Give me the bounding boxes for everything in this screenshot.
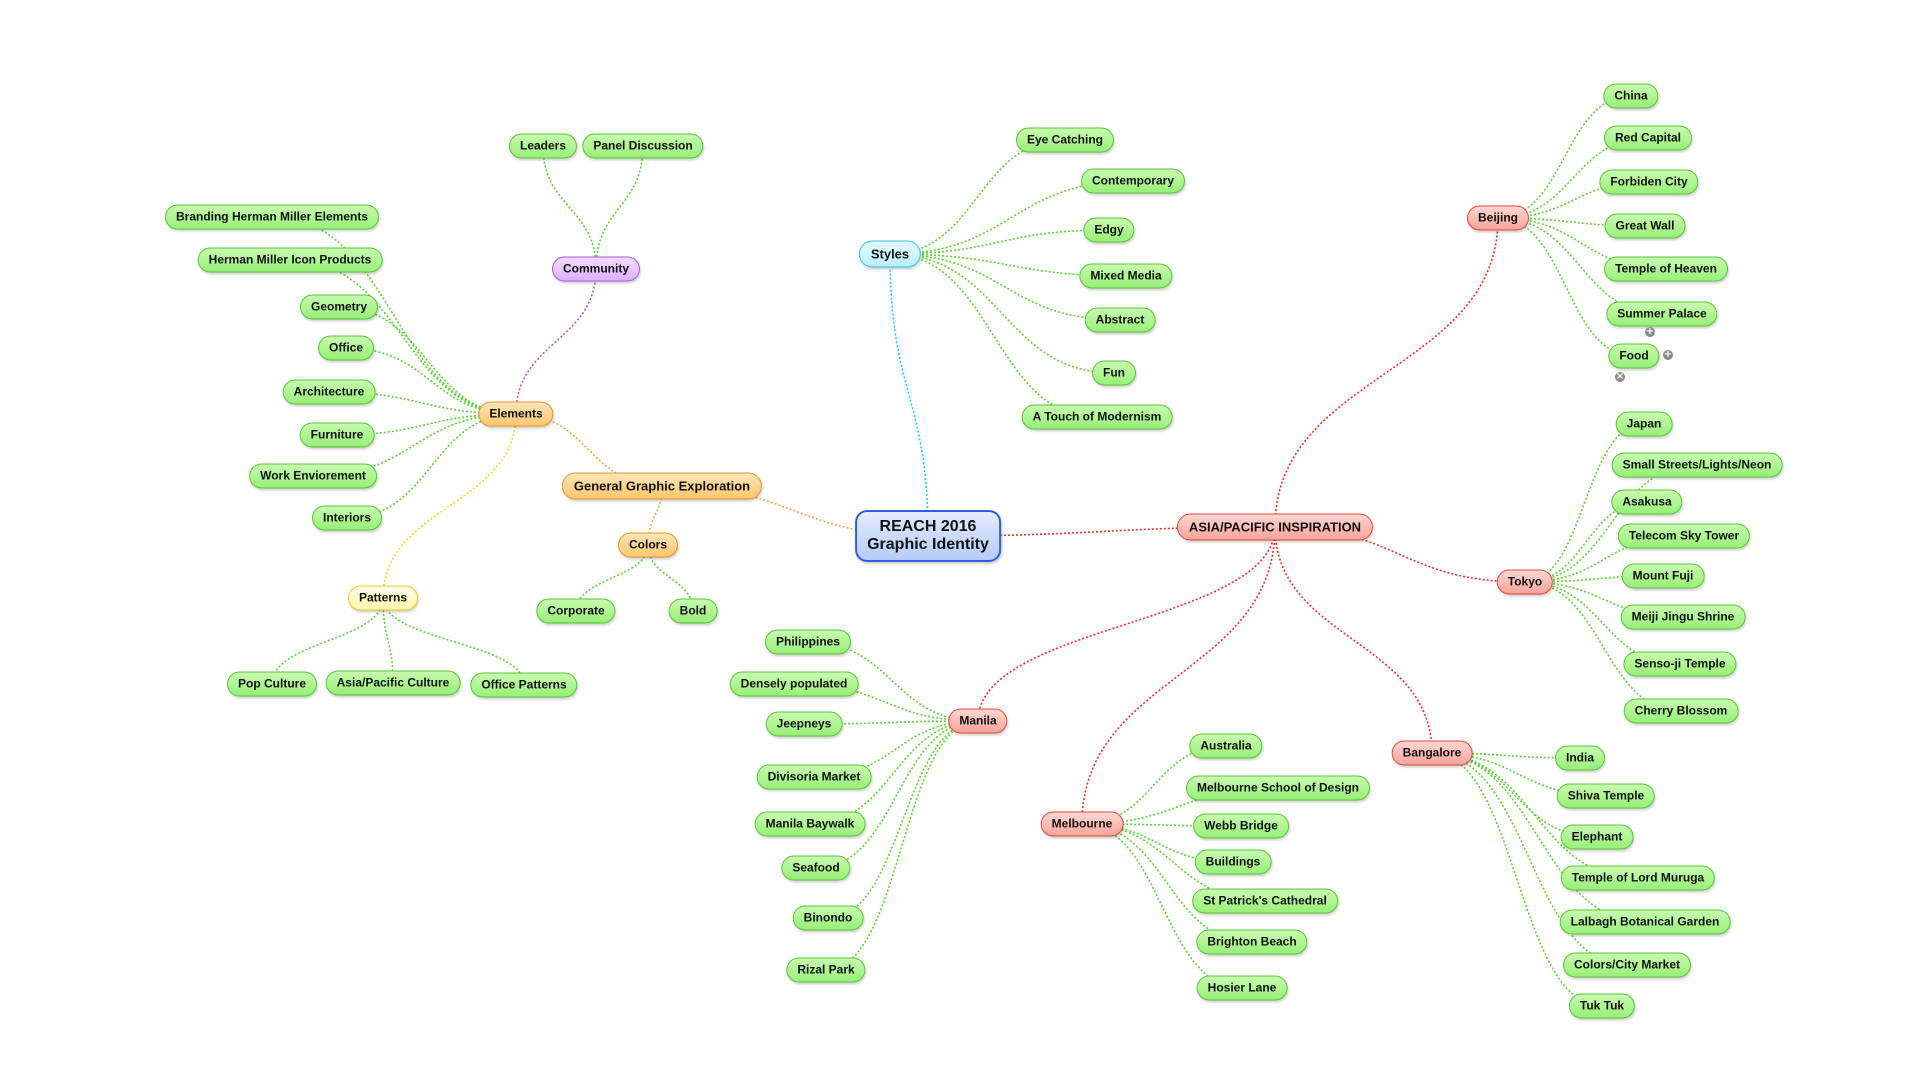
elements-leaf[interactable]: Interiors	[311, 505, 383, 531]
connector-line	[825, 720, 979, 971]
connector-line	[1497, 217, 1667, 270]
patterns-leaf[interactable]: Office Patterns	[470, 672, 578, 698]
styles-leaf[interactable]: A Touch of Modernism	[1021, 404, 1173, 430]
melbourne-leaf[interactable]: Melbourne School of Design	[1185, 775, 1371, 801]
beijing-leaf[interactable]: Food	[1608, 343, 1660, 369]
styles-leaf[interactable]: Eye Catching	[1015, 127, 1115, 153]
tokyo-leaf[interactable]: Asakusa	[1611, 489, 1683, 515]
melbourne-leaf[interactable]: Hosier Lane	[1196, 975, 1288, 1001]
connector-line	[271, 597, 384, 685]
root-node[interactable]: REACH 2016 Graphic Identity	[855, 510, 1001, 562]
elements-node[interactable]: Elements	[478, 401, 554, 427]
general-graphic-exploration-node[interactable]: General Graphic Exploration	[561, 472, 763, 500]
colors-leaf[interactable]: Corporate	[536, 598, 616, 624]
connector-line	[1081, 526, 1276, 825]
root-title: REACH 2016	[879, 518, 977, 535]
connector-line	[889, 253, 1098, 418]
connector-line	[1524, 464, 1698, 583]
tokyo-leaf[interactable]: Meiji Jingu Shrine	[1620, 604, 1746, 630]
community-leaf[interactable]: Leaders	[508, 133, 578, 159]
styles-node[interactable]: Styles	[858, 240, 922, 268]
styles-leaf[interactable]: Edgy	[1083, 217, 1135, 243]
beijing-leaf[interactable]: China	[1603, 83, 1659, 109]
connector-line	[1431, 752, 1603, 1007]
beijing-leaf[interactable]: Forbiden City	[1599, 169, 1699, 195]
close-icon[interactable]: ×	[1615, 371, 1625, 382]
elements-leaf[interactable]: Branding Herman Miller Elements	[164, 204, 380, 230]
beijing-leaf[interactable]: Red Capital	[1603, 125, 1693, 151]
community-node[interactable]: Community	[552, 256, 640, 282]
connector-line	[889, 139, 1066, 255]
elements-leaf[interactable]: Furniture	[299, 422, 375, 448]
community-leaf[interactable]: Panel Discussion	[582, 133, 704, 159]
asia-pacific-inspiration-node[interactable]: ASIA/PACIFIC INSPIRATION	[1176, 513, 1374, 541]
melbourne-leaf[interactable]: Buildings	[1194, 849, 1272, 875]
melbourne-node[interactable]: Melbourne	[1040, 811, 1124, 837]
melbourne-leaf[interactable]: Brighton Beach	[1196, 929, 1308, 955]
manila-leaf[interactable]: Philippines	[764, 629, 852, 655]
tokyo-leaf[interactable]: Mount Fuji	[1621, 563, 1705, 589]
connector-line	[927, 526, 1276, 537]
patterns-node[interactable]: Patterns	[347, 585, 419, 611]
bangalore-leaf[interactable]: Shiva Temple	[1556, 783, 1656, 809]
bangalore-leaf[interactable]: Elephant	[1560, 824, 1634, 850]
melbourne-leaf[interactable]: St Patrick's Cathedral	[1192, 888, 1338, 914]
bangalore-leaf[interactable]: Lalbagh Botanical Garden	[1559, 909, 1731, 935]
tokyo-leaf[interactable]: Telecom Sky Tower	[1617, 523, 1751, 549]
add-subtopic-icon[interactable]: +	[1663, 349, 1673, 360]
bangalore-leaf[interactable]: India	[1554, 745, 1606, 771]
tokyo-leaf[interactable]: Small Streets/Lights/Neon	[1611, 452, 1783, 478]
connector-line	[542, 145, 597, 270]
tokyo-node[interactable]: Tokyo	[1496, 569, 1554, 595]
connector-line	[1274, 217, 1499, 528]
elements-leaf[interactable]: Herman Miller Icon Products	[197, 247, 383, 273]
add-topic-icon[interactable]: +	[1645, 326, 1655, 337]
manila-leaf[interactable]: Seafood	[781, 855, 851, 881]
elements-leaf[interactable]: Geometry	[299, 294, 379, 320]
connector-line	[1081, 745, 1227, 825]
connector-line	[889, 229, 1110, 255]
connector-line	[382, 413, 517, 599]
melbourne-leaf[interactable]: Webb Bridge	[1193, 813, 1289, 839]
tokyo-leaf[interactable]: Japan	[1615, 411, 1673, 437]
styles-leaf[interactable]: Mixed Media	[1079, 263, 1173, 289]
manila-leaf[interactable]: Rizal Park	[786, 957, 866, 983]
beijing-leaf[interactable]: Summer Palace	[1606, 301, 1718, 327]
connector-line	[889, 253, 929, 537]
manila-node[interactable]: Manila	[948, 708, 1008, 734]
styles-leaf[interactable]: Contemporary	[1080, 168, 1186, 194]
root-subtitle: Graphic Identity	[867, 536, 989, 553]
connector-line	[1274, 526, 1526, 583]
manila-leaf[interactable]: Binondo	[792, 905, 864, 931]
styles-leaf[interactable]: Abstract	[1084, 307, 1156, 333]
elements-leaf[interactable]: Architecture	[282, 379, 376, 405]
bangalore-leaf[interactable]: Colors/City Market	[1562, 952, 1692, 978]
connector-line	[793, 683, 979, 722]
elements-leaf[interactable]: Office	[317, 335, 375, 361]
connector-line	[1274, 526, 1433, 754]
melbourne-leaf[interactable]: Australia	[1189, 733, 1263, 759]
manila-leaf[interactable]: Densely populated	[729, 671, 859, 697]
colors-leaf[interactable]: Bold	[668, 598, 718, 624]
connector-line	[515, 268, 597, 415]
connector-line	[889, 253, 1121, 321]
bangalore-node[interactable]: Bangalore	[1391, 740, 1473, 766]
tokyo-leaf[interactable]: Senso-ji Temple	[1623, 651, 1737, 677]
manila-leaf[interactable]: Manila Baywalk	[754, 811, 866, 837]
bangalore-leaf[interactable]: Tuk Tuk	[1568, 993, 1636, 1019]
colors-node[interactable]: Colors	[617, 532, 679, 558]
beijing-node[interactable]: Beijing	[1466, 205, 1530, 231]
patterns-leaf[interactable]: Asia/Pacific Culture	[325, 670, 461, 696]
elements-leaf[interactable]: Work Envioreme​nt	[249, 463, 377, 489]
bangalore-leaf[interactable]: Temple of Lord Muruga	[1560, 865, 1716, 891]
styles-leaf[interactable]: Fun	[1092, 360, 1136, 386]
manila-leaf[interactable]: Divisoria Market	[756, 764, 872, 790]
beijing-leaf[interactable]: Great Wall	[1604, 213, 1686, 239]
patterns-leaf[interactable]: Pop Culture	[227, 671, 317, 697]
beijing-leaf[interactable]: Temple of Heaven	[1604, 256, 1728, 282]
manila-leaf[interactable]: Jeepneys	[765, 711, 843, 737]
tokyo-leaf[interactable]: Cherry Blossom	[1623, 698, 1739, 724]
